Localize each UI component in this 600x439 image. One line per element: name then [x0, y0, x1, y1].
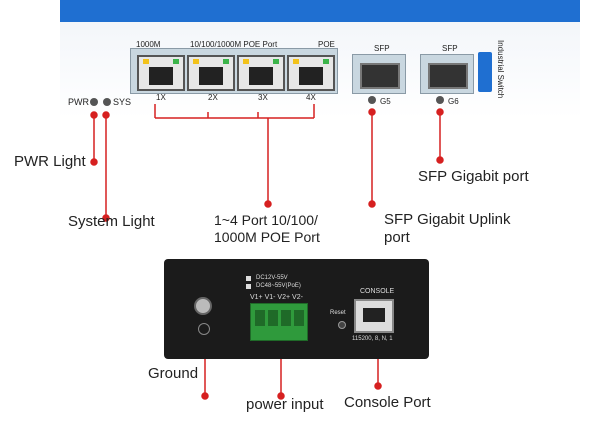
callout-power-input: power input	[246, 396, 324, 413]
callout-pwr-light: PWR Light	[14, 153, 86, 170]
sfp-led-g6	[436, 96, 444, 104]
sfp-port-label-g5: G5	[380, 97, 391, 106]
terminal-screw-icon	[294, 310, 304, 326]
port-number-1: 1X	[156, 93, 166, 102]
port-number-3: 3X	[258, 93, 268, 102]
brand-logo-icon	[478, 52, 492, 92]
rj45-port-3[interactable]	[237, 55, 285, 91]
callout-sfp-uplink: SFP Gigabit Uplink port	[384, 211, 510, 247]
led-icon	[243, 59, 249, 64]
dc-label-2: DC48~55V(PoE)	[256, 283, 301, 289]
led-icon	[223, 59, 229, 64]
label-port-group: 10/100/1000M POE Port	[190, 40, 278, 49]
sfp-port-g6[interactable]	[420, 54, 474, 94]
sfp-port-g5[interactable]	[352, 54, 406, 94]
brand-area: Industrial Switch	[478, 40, 508, 100]
led-icon	[143, 59, 149, 64]
led-icon	[293, 59, 299, 64]
rj45-port-2[interactable]	[187, 55, 235, 91]
port-socket-icon	[199, 67, 223, 85]
port-number-2: 2X	[208, 93, 218, 102]
sfp-cage-icon	[428, 63, 468, 89]
sfp-port-label-g6: G6	[448, 97, 459, 106]
power-terminal-block[interactable]	[250, 303, 308, 341]
terminal-screw-icon	[281, 310, 291, 326]
callout-console-port: Console Port	[344, 394, 431, 411]
sfp-label-2: SFP	[442, 44, 458, 53]
dc-indicator-icon	[246, 276, 251, 281]
dc-label-1: DC12V-55V	[256, 275, 288, 281]
callout-sfp-uplink-line1: SFP Gigabit Uplink	[384, 211, 511, 228]
terminal-screw-icon	[255, 310, 265, 326]
pwr-led-icon	[90, 98, 98, 106]
label-poe: POE	[318, 40, 335, 49]
rj45-port-1[interactable]	[137, 55, 185, 91]
sys-led-icon	[103, 98, 111, 106]
led-icon	[323, 59, 329, 64]
led-icon	[173, 59, 179, 64]
dc-indicator-icon	[246, 284, 251, 289]
console-socket-icon	[363, 308, 385, 322]
callout-poe-port-line2: 1000M POE Port	[214, 229, 320, 245]
led-label-pwr: PWR	[68, 97, 89, 107]
reset-label: Reset	[330, 310, 346, 316]
front-panel-top-bar	[60, 0, 580, 22]
brand-text: Industrial Switch	[496, 40, 505, 99]
sfp-label-1: SFP	[374, 44, 390, 53]
console-label: CONSOLE	[360, 288, 395, 295]
led-icon	[273, 59, 279, 64]
rj45-port-block	[130, 48, 338, 94]
port-socket-icon	[149, 67, 173, 85]
reset-button[interactable]	[338, 321, 346, 329]
sfp-cage-icon	[360, 63, 400, 89]
label-1000m: 1000M	[136, 40, 161, 49]
callout-sfp-uplink-line2: port	[384, 229, 410, 246]
terminal-screw-icon	[268, 310, 278, 326]
bottom-panel: DC12V-55V DC48~55V(PoE) V1+ V1- V2+ V2- …	[164, 259, 429, 359]
port-socket-icon	[249, 67, 273, 85]
sfp-led-g5	[368, 96, 376, 104]
ground-symbol-icon	[198, 323, 210, 335]
port-number-4: 4X	[306, 93, 316, 102]
callout-poe-port-line1: 1~4 Port 10/100/	[214, 212, 318, 228]
terminal-labels: V1+ V1- V2+ V2-	[250, 294, 303, 301]
port-socket-icon	[299, 67, 323, 85]
callout-poe-port: 1~4 Port 10/100/ 1000M POE Port	[214, 212, 320, 246]
ground-screw-icon	[194, 297, 212, 315]
callout-system-light: System Light	[68, 213, 155, 230]
console-port[interactable]	[354, 299, 394, 333]
callout-ground: Ground	[148, 365, 199, 382]
rj45-port-4[interactable]	[287, 55, 335, 91]
callout-sfp-gigabit-port: SFP Gigabit port	[418, 168, 529, 185]
console-baud: 115200, 8, N, 1	[352, 336, 393, 342]
led-label-sys: SYS	[113, 97, 132, 107]
led-icon	[193, 59, 199, 64]
